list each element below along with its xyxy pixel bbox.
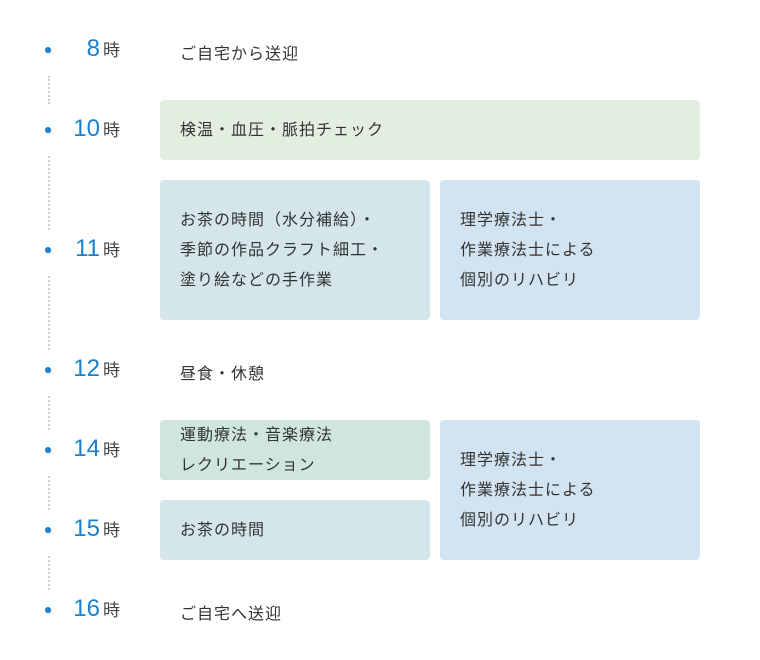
timeline-dot [45, 447, 51, 453]
activity-text: 検温・血圧・脈拍チェック [180, 120, 385, 139]
activity-rehab-am: 理学療法士・ 作業療法士による 個別のリハビリ [440, 180, 700, 320]
timeline-dot [45, 247, 51, 253]
activity-text: 運動療法・音楽療法 レクリエーション [180, 425, 334, 474]
activity-pickup: ご自宅から送迎 [180, 44, 300, 63]
timeline-dot [45, 47, 51, 53]
timeline-divider [48, 156, 50, 230]
activity-text: 理学療法士・ 作業療法士による 個別のリハビリ [460, 210, 596, 289]
activity-tea-crafts: お茶の時間（水分補給）・ 季節の作品クラフト細工・ 塗り絵などの手作業 [160, 180, 430, 320]
timeline-divider [48, 396, 50, 430]
hour-unit: 時 [103, 41, 120, 61]
hour-unit: 時 [103, 441, 120, 461]
hour: 14 [73, 435, 100, 462]
hour: 11 [75, 235, 100, 262]
hour-unit: 時 [103, 601, 120, 621]
timeline-divider [48, 556, 50, 590]
activity-text: 理学療法士・ 作業療法士による 個別のリハビリ [460, 450, 596, 529]
timeline-divider [48, 476, 50, 510]
timeline-divider [48, 276, 50, 350]
activity-text: お茶の時間 [180, 520, 266, 539]
activity-tea: お茶の時間 [160, 500, 430, 560]
activity-check: 検温・血圧・脈拍チェック [160, 100, 700, 160]
hour: 8 [86, 35, 100, 62]
hour-unit: 時 [103, 241, 120, 261]
hour-unit: 時 [103, 121, 120, 141]
hour: 16 [73, 595, 100, 622]
timeline-dot [45, 527, 51, 533]
activity-text: お茶の時間（水分補給）・ 季節の作品クラフト細工・ 塗り絵などの手作業 [180, 210, 385, 289]
activity-exercise: 運動療法・音楽療法 レクリエーション [160, 420, 430, 480]
activity-lunch: 昼食・休憩 [180, 364, 266, 383]
timeline-dot [45, 607, 51, 613]
timeline-dot [45, 367, 51, 373]
hour-unit: 時 [103, 361, 120, 381]
hour: 15 [73, 515, 100, 542]
hour: 12 [73, 355, 100, 382]
hour: 10 [73, 115, 100, 142]
hour-unit: 時 [103, 521, 120, 541]
timeline-dot [45, 127, 51, 133]
timeline-divider [48, 76, 50, 104]
activity-rehab-pm: 理学療法士・ 作業療法士による 個別のリハビリ [440, 420, 700, 560]
activity-dropoff: ご自宅へ送迎 [180, 604, 283, 623]
